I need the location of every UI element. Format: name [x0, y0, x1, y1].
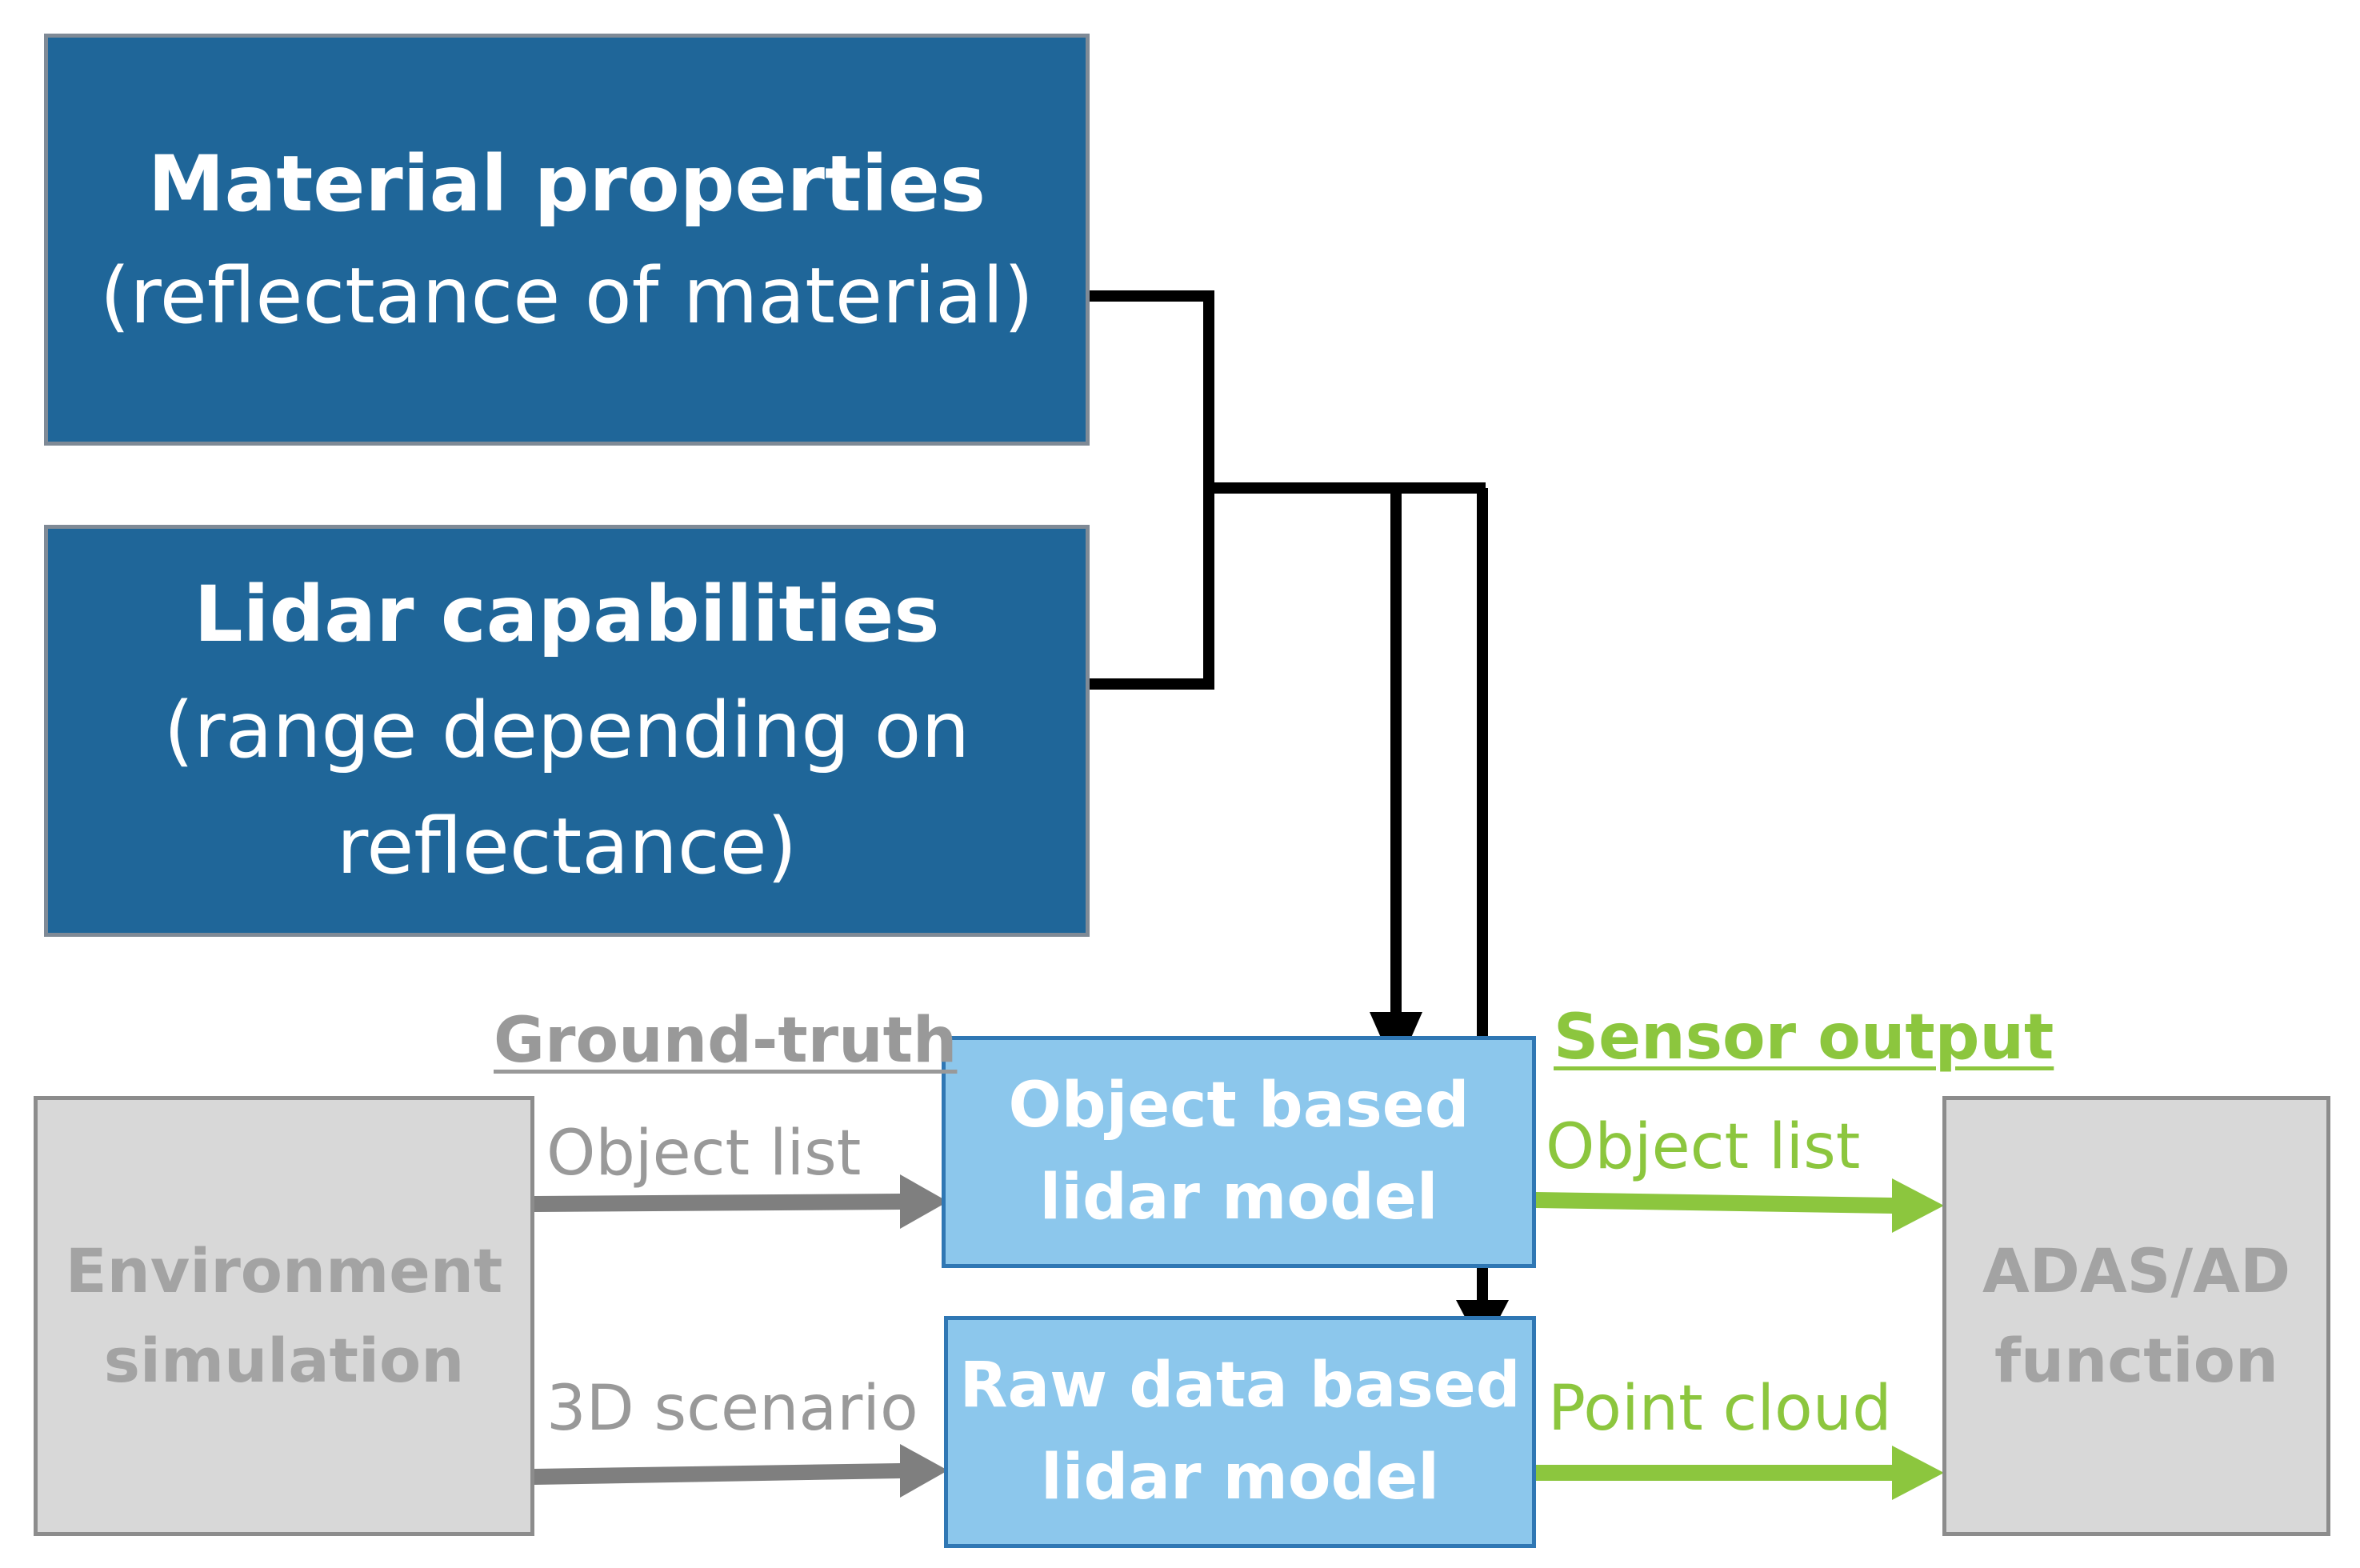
arrow-3d-scenario-in: [534, 1444, 948, 1498]
raw-data-lidar-model-box: Raw data based lidar model: [944, 1316, 1536, 1548]
adas-ad-function-box: ADAS/AD function: [1942, 1096, 2330, 1536]
adas-line-2: function: [1994, 1325, 2279, 1396]
object-based-lidar-model-box: Object based lidar model: [942, 1036, 1536, 1268]
adas-line-1: ADAS/AD: [1982, 1235, 2291, 1306]
environment-simulation-box: Environment simulation: [34, 1096, 534, 1536]
connector-material: [1090, 290, 1214, 690]
environment-line-1: Environment: [65, 1235, 503, 1306]
input-object-list-label: Object list: [546, 1118, 862, 1190]
lidar-capabilities-subtitle-2: reflectance): [336, 802, 798, 891]
object-model-line-2: lidar model: [1039, 1162, 1438, 1234]
input-3d-scenario-label: 3D scenario: [546, 1373, 918, 1445]
raw-model-line-1: Raw data based: [959, 1350, 1521, 1422]
ground-truth-heading: Ground-truth: [494, 1005, 958, 1077]
sensor-output-heading: Sensor output: [1554, 1002, 2054, 1074]
output-arrows: [1536, 1178, 1944, 1500]
material-properties-box: Material properties (reflectance of mate…: [44, 34, 1090, 446]
output-object-list-label: Object list: [1546, 1111, 1861, 1183]
material-properties-subtitle: (reflectance of material): [99, 250, 1034, 341]
lidar-capabilities-box: Lidar capabilities (range depending on r…: [44, 525, 1090, 937]
lidar-capabilities-subtitle-1: (range depending on: [163, 686, 970, 775]
object-model-line-1: Object based: [1008, 1070, 1470, 1142]
output-point-cloud-label: Point cloud: [1548, 1373, 1892, 1445]
arrow-point-cloud-out: [1536, 1446, 1944, 1500]
environment-line-2: simulation: [103, 1325, 465, 1396]
input-arrows: [534, 1174, 948, 1498]
material-properties-title: Material properties: [148, 138, 986, 229]
lidar-capabilities-title: Lidar capabilities: [194, 570, 940, 659]
arrow-object-list-in: [534, 1174, 948, 1229]
raw-model-line-2: lidar model: [1041, 1442, 1439, 1514]
arrow-object-list-out: [1536, 1178, 1944, 1233]
